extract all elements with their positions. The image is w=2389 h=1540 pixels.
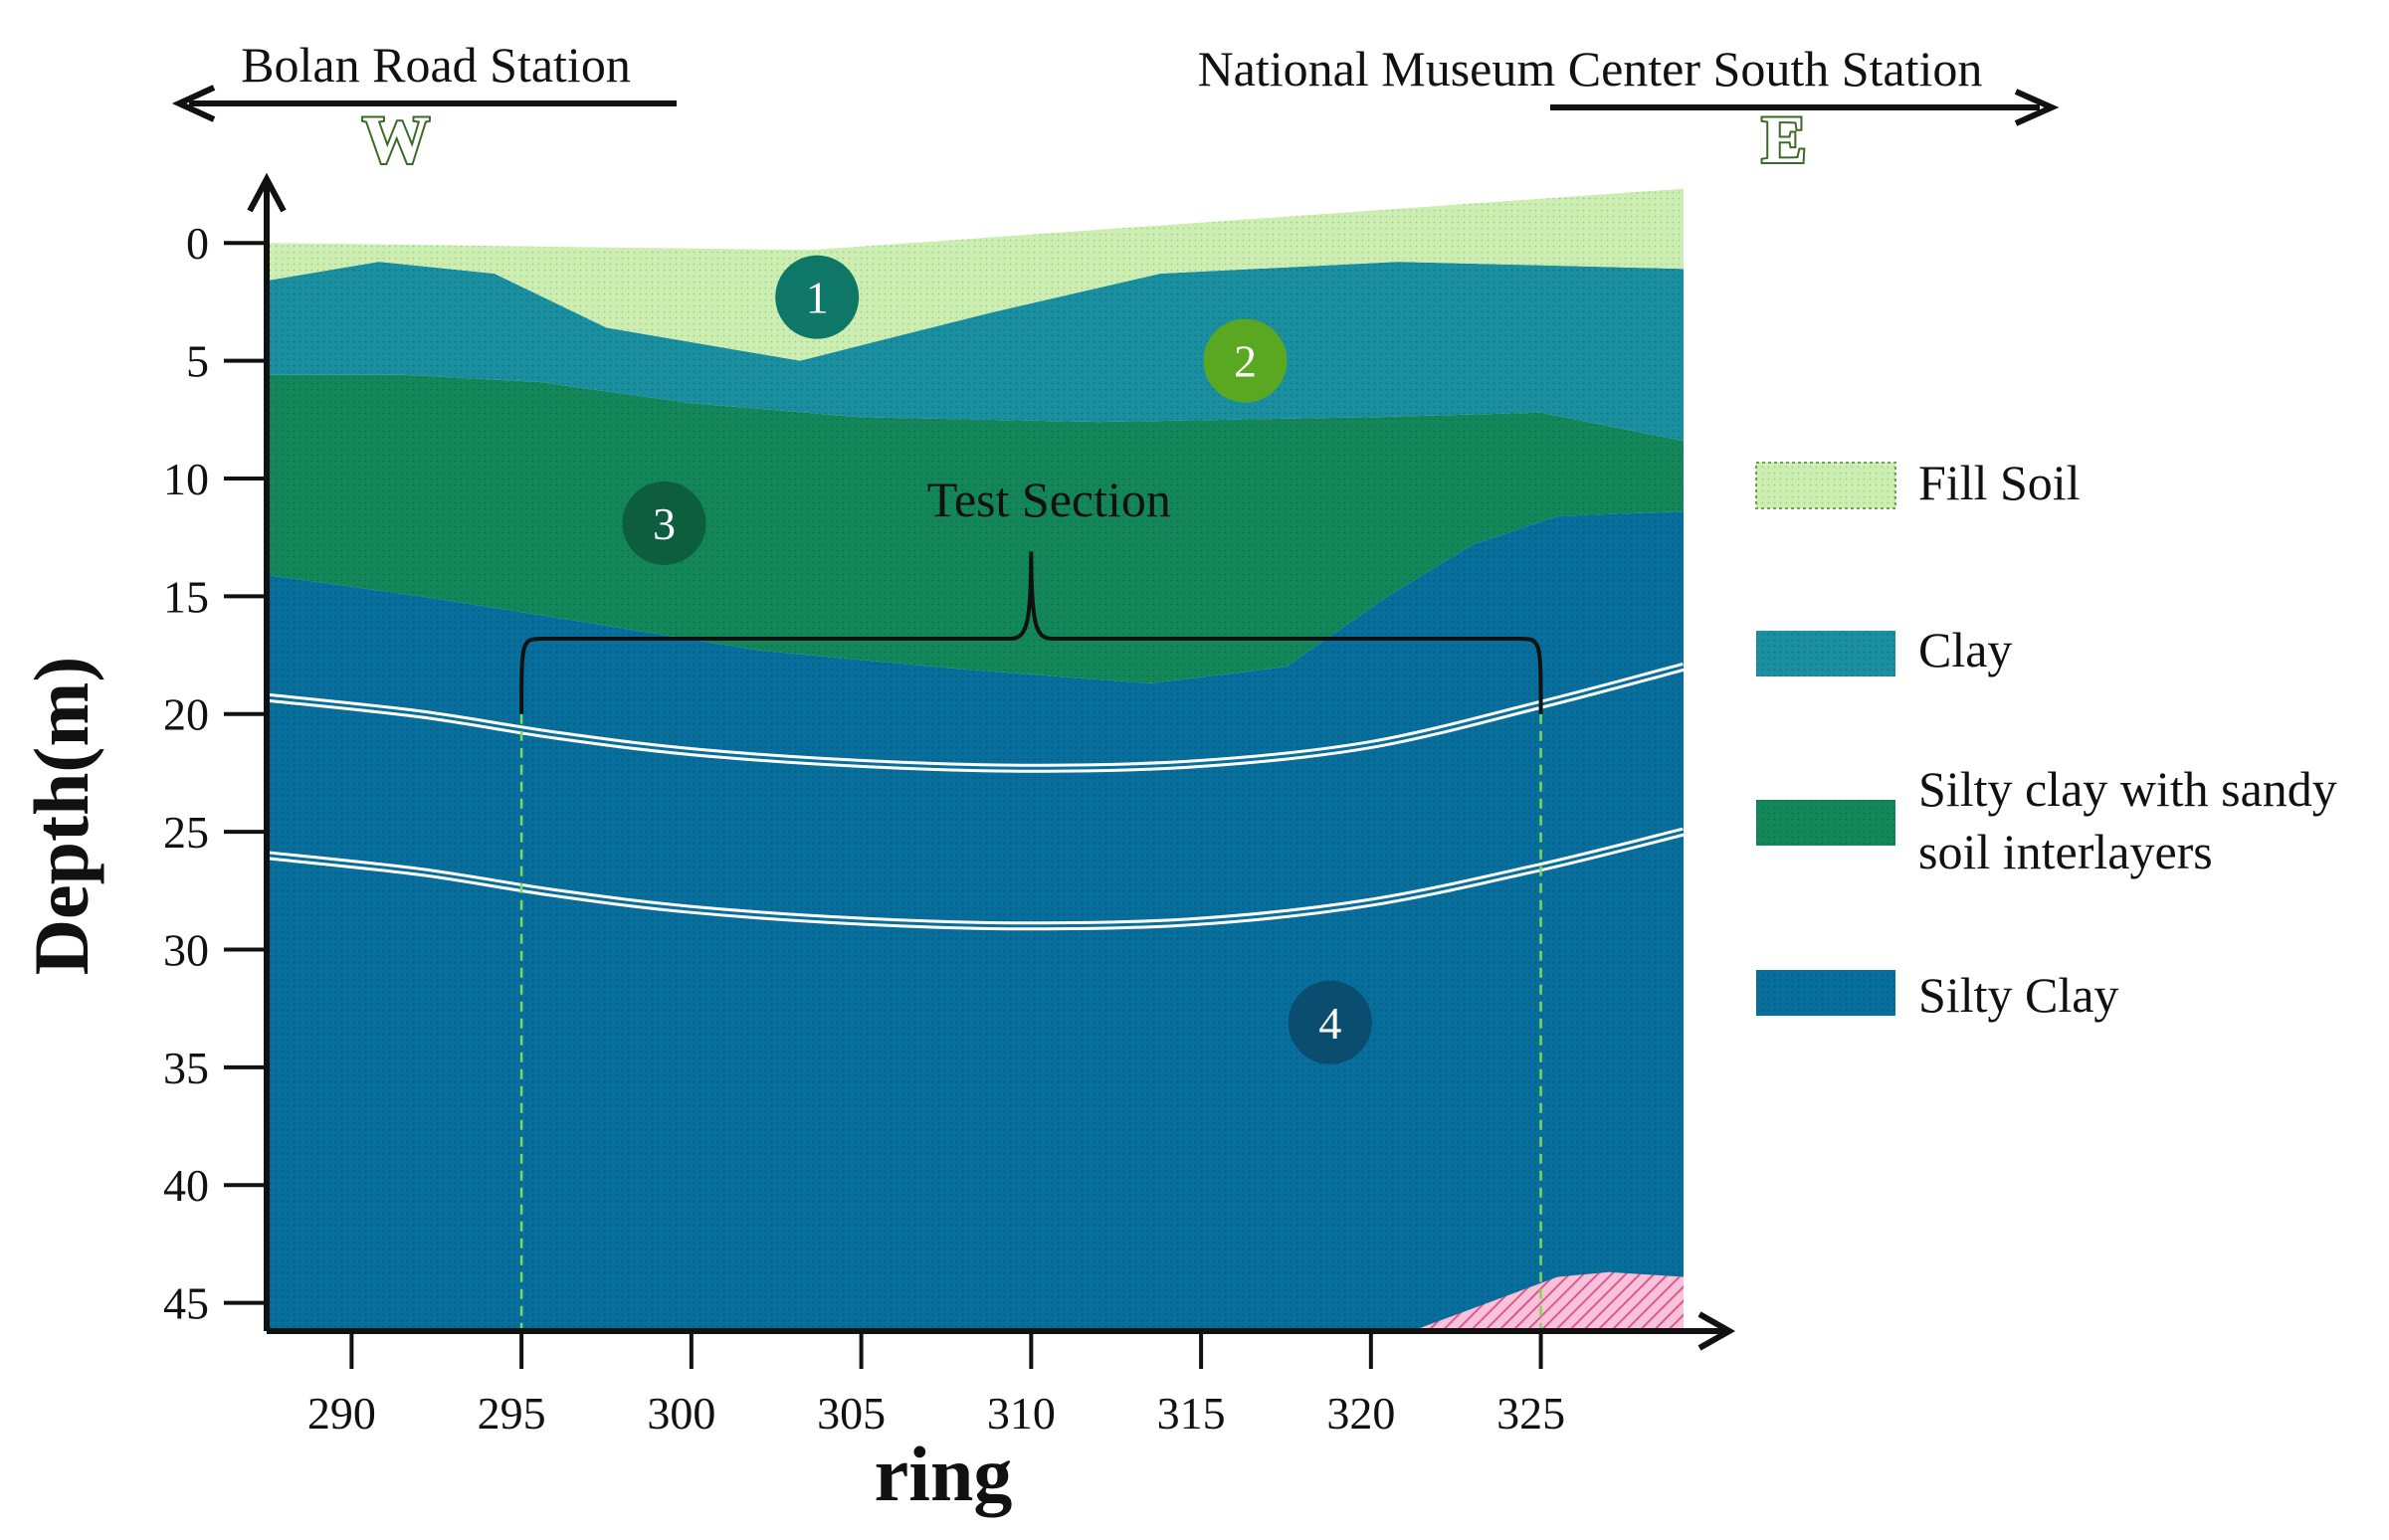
x-tick-label: 305 — [817, 1388, 886, 1439]
upper-tunnel-core — [266, 665, 1685, 770]
legend-label-clay: Clay — [1918, 622, 2012, 677]
legend-label-silty-clay-sandy-line2: soil interlayers — [1918, 824, 2213, 879]
layer-badge-circle — [622, 481, 706, 565]
west-arrow-head — [171, 85, 216, 122]
tunnel-lines — [266, 662, 1686, 931]
y-axis-title: Depth(m) — [18, 657, 104, 976]
test-section-annotation: Test Section — [519, 472, 1543, 1331]
layer-silty-clay-sandy-texture — [267, 374, 1684, 683]
east-station-name: National Museum Center South Station — [1198, 41, 1983, 96]
y-tick-label: 5 — [186, 336, 209, 387]
west-direction-letter: W — [362, 101, 430, 177]
legend-label-silty-clay-sandy-line1: Silty clay with sandy — [1918, 761, 2337, 817]
soil-layers — [267, 188, 1684, 1331]
layer-pink-lens — [1411, 1271, 1684, 1331]
layer-fill-soil-texture — [267, 188, 1684, 361]
layer-badge-1: 1 — [775, 255, 860, 339]
legend: Fill Soil Clay Silty clay with sandy soi… — [1755, 455, 2337, 1023]
x-axis-ticks: 290 295 300 305 310 315 320 325 — [307, 1331, 1565, 1439]
y-tick-label: 30 — [163, 924, 209, 975]
x-tick-label: 310 — [987, 1388, 1056, 1439]
y-tick-label: 40 — [163, 1160, 209, 1211]
test-section-brace — [519, 551, 1543, 714]
x-tick-label: 315 — [1157, 1388, 1226, 1439]
legend-label-silty-clay: Silty Clay — [1918, 967, 2118, 1023]
station-headers: Bolan Road Station W National Museum Cen… — [171, 37, 2060, 179]
layer-badge-circle — [1288, 980, 1372, 1064]
x-axis-title: ring — [875, 1431, 1013, 1517]
layer-badge-2: 2 — [1203, 318, 1288, 403]
layer-badge-3: 3 — [622, 481, 706, 565]
west-station-name: Bolan Road Station — [241, 37, 631, 93]
layer-badge-circle — [1203, 318, 1288, 403]
layer-badge-number: 3 — [653, 498, 676, 549]
y-tick-label: 15 — [163, 571, 209, 622]
x-tick-label: 300 — [647, 1388, 715, 1439]
test-section-label: Test Section — [927, 472, 1171, 527]
x-tick-label: 290 — [307, 1388, 376, 1439]
x-tick-label: 325 — [1496, 1388, 1565, 1439]
y-tick-label: 0 — [186, 218, 209, 269]
x-tick-label: 320 — [1326, 1388, 1395, 1439]
layer-badge-number: 2 — [1234, 336, 1257, 387]
legend-swatch-silty-clay-texture — [1756, 970, 1895, 1016]
east-arrow-head — [2014, 89, 2060, 126]
x-axis-arrowhead — [1697, 1311, 1736, 1351]
legend-label-fill-soil: Fill Soil — [1918, 455, 2081, 510]
layer-badges: 1 2 3 4 — [622, 255, 1372, 1064]
layer-badge-4: 4 — [1288, 980, 1372, 1064]
layer-badge-number: 1 — [806, 273, 829, 323]
x-tick-label: 295 — [478, 1388, 546, 1439]
y-axis-ticks: 0 5 10 15 20 25 30 35 40 45 — [163, 218, 267, 1329]
legend-swatch-silty-clay-sandy-texture — [1756, 800, 1895, 846]
layer-badge-circle — [775, 255, 860, 339]
legend-swatch-fill-soil-texture — [1756, 463, 1895, 508]
y-tick-label: 25 — [163, 807, 209, 858]
layer-clay-texture — [267, 262, 1684, 442]
y-axis-arrowhead — [247, 172, 287, 213]
y-tick-label: 20 — [163, 689, 209, 740]
y-tick-label: 35 — [163, 1043, 209, 1093]
lower-tunnel-core — [266, 830, 1685, 928]
east-direction-letter: E — [1761, 101, 1806, 177]
legend-swatch-clay-texture — [1756, 631, 1895, 676]
layer-badge-number: 4 — [1318, 998, 1341, 1049]
y-tick-label: 45 — [163, 1278, 209, 1329]
y-tick-label: 10 — [163, 454, 209, 504]
